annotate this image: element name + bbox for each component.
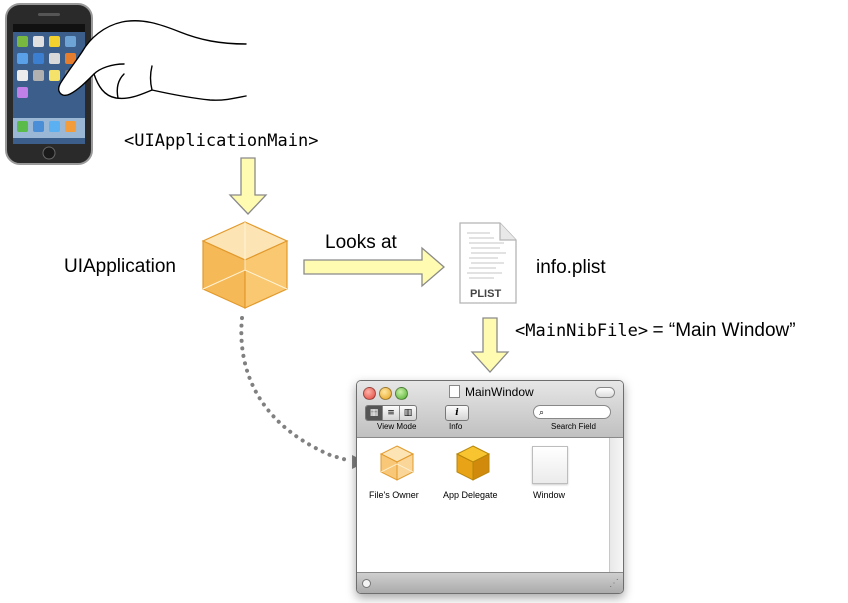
search-icon: ⌕ (539, 408, 545, 418)
resize-grip-icon[interactable]: ⋰ (609, 578, 619, 589)
toolbar-toggle-button[interactable] (595, 387, 615, 398)
ui-application-main-label: <UIApplicationMain> (124, 131, 319, 151)
ui-application-cube-icon (201, 221, 289, 309)
search-input[interactable]: ⌕ (533, 405, 611, 419)
list-view-icon[interactable]: ≡ (383, 406, 400, 420)
item-label-app-delegate: App Delegate (443, 490, 498, 500)
main-nib-file-value: = “Main Window” (652, 320, 796, 341)
plist-file-icon (459, 222, 517, 304)
right-arrow-looks-at (303, 246, 445, 288)
main-window-document: MainWindow ▦ ≡ ▥ i ⌕ View Mode Info Sear… (356, 380, 624, 594)
item-label-files-owner: File's Owner (369, 490, 419, 500)
window-bottom-bar: ⋰ (357, 572, 623, 593)
looks-at-label: Looks at (325, 232, 397, 253)
app-delegate-cube-icon[interactable] (455, 444, 491, 482)
dotted-connection-line (239, 316, 366, 469)
hand-icon (58, 20, 247, 101)
down-arrow-2 (470, 317, 510, 373)
zoom-button[interactable] (395, 387, 408, 400)
info-label: Info (449, 422, 463, 431)
icon-view-icon[interactable]: ▦ (366, 406, 383, 420)
document-content: File's Owner App Delegate Window (357, 438, 609, 572)
window-object-icon[interactable] (532, 446, 568, 484)
document-icon (449, 385, 460, 398)
info-plist-label: info.plist (536, 257, 606, 278)
ui-application-label: UIApplication (64, 256, 176, 277)
search-field-label: Search Field (551, 422, 596, 431)
window-title-text: MainWindow (465, 385, 534, 399)
view-mode-control[interactable]: ▦ ≡ ▥ (365, 405, 417, 421)
main-nib-file-annotation: <MainNibFile> = “Main Window” (515, 320, 796, 342)
plist-badge: PLIST (470, 288, 502, 300)
file-owner-cube-icon[interactable] (379, 444, 415, 482)
info-button[interactable]: i (445, 405, 469, 421)
window-titlebar: MainWindow ▦ ≡ ▥ i ⌕ View Mode Info Sear… (357, 381, 623, 438)
main-nib-file-key: <MainNibFile> (515, 321, 649, 341)
minimize-button[interactable] (379, 387, 392, 400)
column-view-icon[interactable]: ▥ (403, 408, 413, 418)
view-mode-label: View Mode (377, 422, 417, 431)
close-button[interactable] (363, 387, 376, 400)
window-title: MainWindow (449, 385, 534, 399)
action-gear-icon[interactable] (362, 579, 371, 588)
vertical-scrollbar[interactable] (609, 438, 623, 572)
down-arrow-1 (228, 157, 268, 215)
item-label-window: Window (533, 490, 566, 500)
